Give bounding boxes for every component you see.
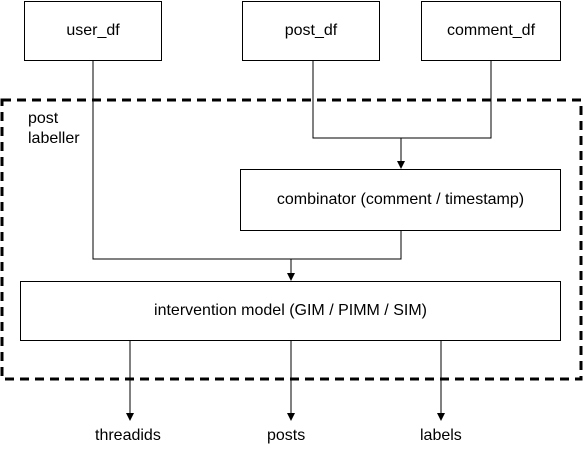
user-df-node: user_df (24, 1, 162, 61)
user-df-connector (92, 61, 291, 260)
post-df-label: post_df (284, 22, 338, 40)
intervention-model-label: intervention model (GIM / PIMM / SIM) (154, 302, 427, 320)
post-df-node: post_df (242, 1, 380, 61)
combinator-output-connector (291, 231, 402, 260)
threadids-output: threadids (95, 427, 161, 444)
comment-df-connector (401, 61, 492, 139)
post-df-connector (312, 61, 401, 139)
comment-df-node: comment_df (421, 1, 561, 61)
intervention-model-node: intervention model (GIM / PIMM / SIM) (20, 281, 561, 341)
combinator-node: combinator (comment / timestamp) (240, 169, 561, 231)
posts-output: posts (267, 427, 306, 444)
combinator-label: combinator (comment / timestamp) (276, 191, 525, 209)
post-labeller-label: post labeller (28, 110, 80, 147)
comment-df-label: comment_df (446, 22, 536, 40)
user-df-label: user_df (66, 22, 120, 40)
labels-output: labels (420, 427, 462, 444)
